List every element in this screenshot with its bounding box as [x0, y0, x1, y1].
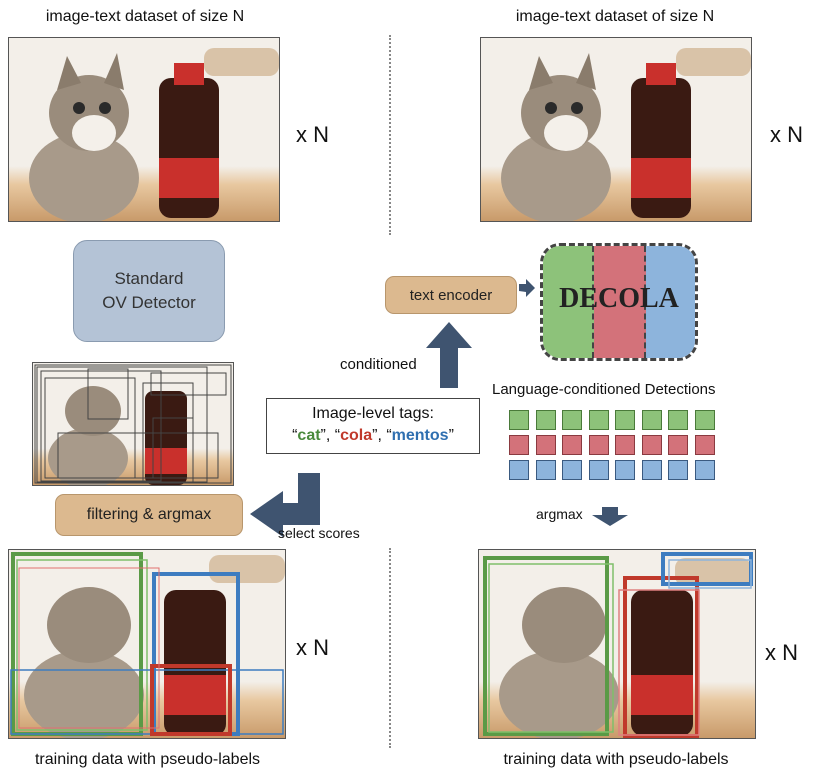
proposal-boxes — [34, 364, 232, 485]
pseudo-label-boxes-left — [10, 552, 285, 738]
detection-cat-cell — [641, 410, 662, 430]
left-top-title: image-text dataset of size N — [45, 8, 245, 25]
select-scores-label: select scores — [278, 525, 360, 541]
tag-mentos: mentos — [391, 427, 449, 444]
detection-cola-cell — [694, 435, 715, 455]
tag-cat: cat — [297, 427, 321, 444]
detection-mentos-cell — [641, 460, 662, 480]
cat-cola-illustration — [29, 48, 279, 221]
detection-cola-cell — [562, 435, 582, 455]
argmax-arrow-icon — [592, 507, 628, 526]
up-arrow-icon — [426, 322, 472, 388]
detection-cat-cell — [562, 410, 582, 430]
detection-cat-cell — [509, 410, 529, 430]
detector-proposals-photo — [32, 362, 234, 486]
detection-mentos-cell — [535, 460, 556, 480]
right-bottom-title: training data with pseudo-labels — [503, 751, 729, 768]
detection-cola-cell — [535, 435, 556, 455]
detection-cola-cell — [615, 435, 635, 455]
text-encoder-box: text encoder — [385, 276, 517, 314]
decola-box — [540, 243, 698, 361]
detection-mentos-cell — [615, 460, 635, 480]
detection-cola-cell — [641, 435, 662, 455]
detection-mentos-cell — [562, 460, 582, 480]
detection-mentos-cell — [694, 460, 715, 480]
detection-cat-cell — [588, 410, 609, 430]
right-arrow-icon — [519, 279, 535, 297]
language-conditioned-detections-title: Language-conditioned Detections — [492, 381, 716, 398]
cat-cola-illustration — [501, 48, 751, 221]
separator-top — [389, 35, 391, 235]
filtering-argmax-box: filtering & argmax — [55, 494, 243, 536]
decola-label: DECOLA — [559, 283, 679, 314]
detection-cola-cell — [668, 435, 688, 455]
tags-heading: Image-level tags: — [312, 405, 434, 422]
separator-bottom — [389, 548, 391, 748]
left-bottom-photo — [8, 549, 286, 739]
left-top-xn: x N — [296, 122, 329, 147]
detection-cat-cell — [615, 410, 635, 430]
left-top-photo — [8, 37, 280, 222]
right-bottom-photo — [478, 549, 756, 739]
right-bottom-xn: x N — [765, 640, 798, 665]
right-top-title: image-text dataset of size N — [515, 8, 715, 25]
left-bottom-title: training data with pseudo-labels — [34, 751, 261, 768]
detections-grid — [509, 410, 721, 480]
conditioned-label: conditioned — [340, 356, 417, 373]
tag-cola: cola — [340, 427, 373, 444]
tags-list: “cat”, “cola”, “mentos” — [292, 427, 454, 444]
detection-cat-cell — [694, 410, 715, 430]
right-top-photo — [480, 37, 752, 222]
detection-cat-cell — [668, 410, 688, 430]
left-bottom-xn: x N — [296, 635, 329, 660]
image-level-tags-box: Image-level tags: “cat”, “cola”, “mentos… — [266, 398, 480, 454]
detection-mentos-cell — [509, 460, 529, 480]
detection-mentos-cell — [588, 460, 609, 480]
pseudo-label-boxes-right — [483, 552, 753, 738]
detection-cat-cell — [535, 410, 556, 430]
right-top-xn: x N — [770, 122, 803, 147]
argmax-label: argmax — [536, 506, 583, 522]
detection-cola-cell — [588, 435, 609, 455]
standard-ov-detector-box: Standard OV Detector — [73, 240, 225, 342]
detection-mentos-cell — [668, 460, 688, 480]
detection-cola-cell — [509, 435, 529, 455]
